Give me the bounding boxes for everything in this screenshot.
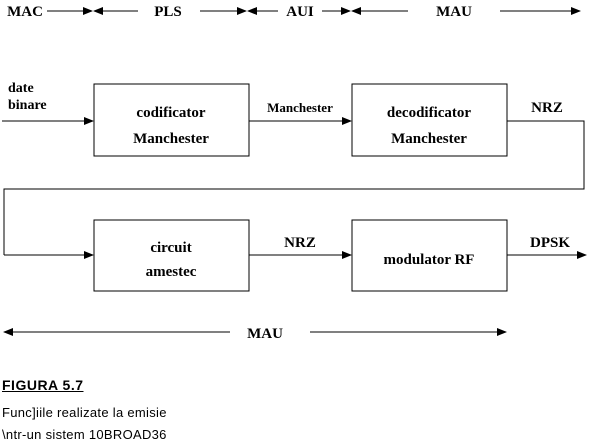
signal-label-nrz-bottom: NRZ [284, 235, 316, 251]
input-label-line1: date [8, 81, 34, 96]
codificator-label-line1: codificator [136, 105, 205, 121]
figure-title: FIGURA 5.7 [2, 377, 84, 393]
input-label-line2: binare [8, 98, 47, 113]
circuit-block [93, 219, 250, 292]
figure-caption-line2: \ntr-un sistem 10BROAD36 [2, 427, 167, 442]
modulator-label: modulator RF [384, 252, 475, 268]
return-path [3, 120, 585, 255]
header-label-mau: MAU [436, 4, 472, 20]
header-label-aui: AUI [286, 4, 314, 20]
figure-caption-line1: Func]iile realizate la emisie [2, 405, 167, 420]
circuit-label-line2: amestec [146, 264, 197, 280]
decodificator-label-line2: Manchester [391, 131, 467, 147]
modulator-block [351, 219, 508, 292]
layer-axis: MAC PLS AUI MAU [7, 4, 581, 20]
mau-span-label: MAU [247, 326, 283, 342]
circuit-label-line1: circuit [150, 240, 191, 256]
codificator-label-line2: Manchester [133, 131, 209, 147]
signal-label-manchester: Manchester [267, 100, 333, 115]
signal-label-nrz-top: NRZ [531, 100, 563, 116]
codificator-block [93, 83, 250, 157]
header-label-mac: MAC [7, 4, 43, 20]
decodificator-block [351, 83, 508, 157]
decodificator-label-line1: decodificator [387, 105, 471, 121]
header-label-pls: PLS [154, 4, 182, 20]
signal-label-dpsk: DPSK [530, 235, 570, 251]
